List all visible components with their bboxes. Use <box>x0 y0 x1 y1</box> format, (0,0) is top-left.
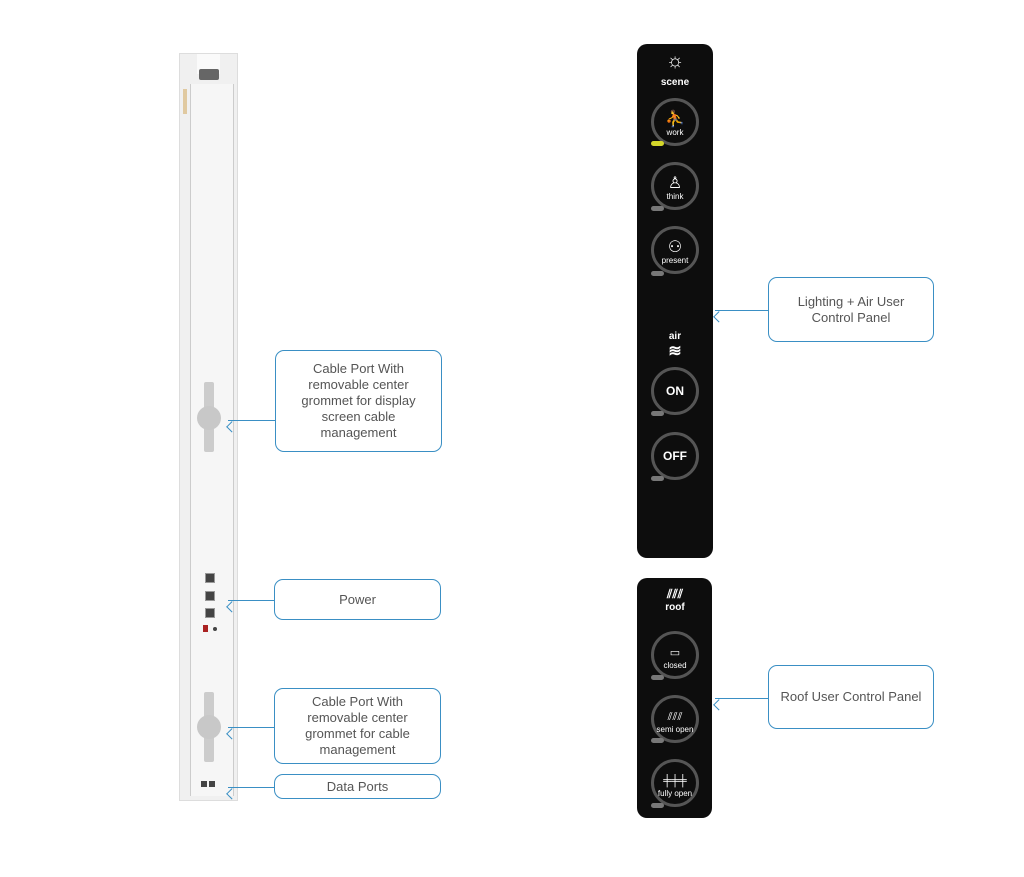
work-indicator-active <box>651 141 664 146</box>
label-tag <box>183 89 187 114</box>
presentation-icon: ⚇ <box>667 239 683 256</box>
roof-closed-icon: ▭ <box>669 647 681 659</box>
roof-label: roof <box>665 602 685 613</box>
callout-power: Power <box>274 579 441 620</box>
callout-data-ports: Data Ports <box>274 774 441 799</box>
air-off-indicator <box>651 476 664 481</box>
power-outlet <box>205 573 215 583</box>
vent <box>199 69 219 80</box>
think-indicator <box>651 206 664 211</box>
power-outlet <box>205 591 215 601</box>
roof-icon: ⫽⫽⫽ <box>666 587 684 601</box>
semi-open-indicator <box>651 738 664 743</box>
closed-indicator <box>651 675 664 680</box>
power-switch <box>203 625 208 632</box>
scene-present-button[interactable]: ⚇present <box>651 226 699 274</box>
grommet-2 <box>197 715 221 739</box>
callout-lighting-air: Lighting + Air User Control Panel <box>768 277 934 342</box>
air-off-button[interactable]: OFF <box>651 432 699 480</box>
roof-semi-open-button[interactable]: ⫽⫽⫽semi open <box>651 695 699 743</box>
roof-closed-button[interactable]: ▭closed <box>651 631 699 679</box>
callout-cable-port-display: Cable Port With removable center grommet… <box>275 350 442 452</box>
air-label: air <box>668 331 682 342</box>
roof-fully-open-button[interactable]: ╪╪╪fully open <box>651 759 699 807</box>
air-on-indicator <box>651 411 664 416</box>
callout-roof: Roof User Control Panel <box>768 665 934 729</box>
thinker-icon: ♙ <box>667 175 683 192</box>
airflow-icon: ≋ <box>668 343 682 360</box>
fully-open-indicator <box>651 803 664 808</box>
grommet-1 <box>197 406 221 430</box>
scene-work-button[interactable]: ⛹work <box>651 98 699 146</box>
person-laptop-icon: ⛹ <box>665 111 685 128</box>
roof-semi-open-icon: ⫽⫽⫽ <box>667 711 683 723</box>
light-bulb-icon: ☼ <box>665 50 685 72</box>
roof-fully-open-icon: ╪╪╪ <box>663 775 687 787</box>
air-on-button[interactable]: ON <box>651 367 699 415</box>
present-indicator <box>651 271 664 276</box>
roof-panel: ⫽⫽⫽ roof ▭closed ⫽⫽⫽semi open ╪╪╪fully o… <box>637 578 712 818</box>
lighting-air-panel: ☼ scene ⛹work ♙think ⚇present air ≋ ON O… <box>637 44 713 558</box>
callout-cable-port: Cable Port With removable center grommet… <box>274 688 441 764</box>
data-port <box>209 781 215 787</box>
scene-label: scene <box>660 77 690 88</box>
scene-think-button[interactable]: ♙think <box>651 162 699 210</box>
power-outlet <box>205 608 215 618</box>
data-port <box>201 781 207 787</box>
